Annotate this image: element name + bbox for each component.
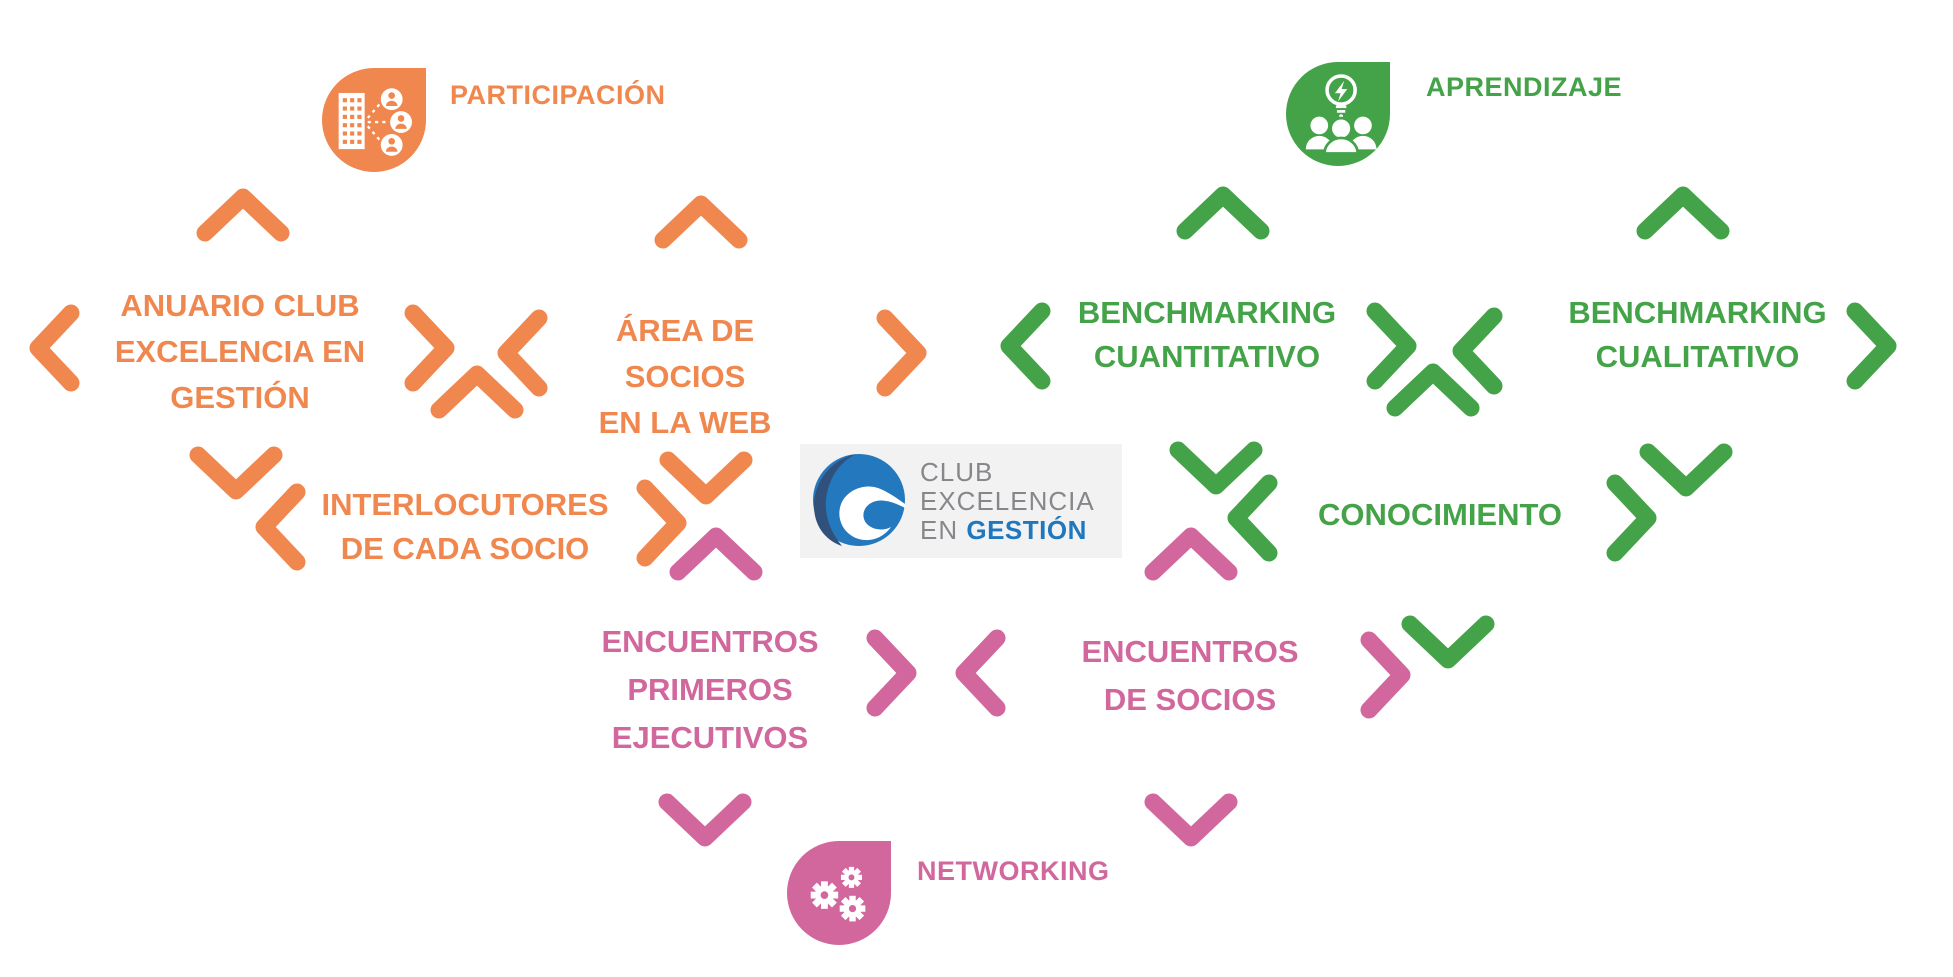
chevron-left-icon <box>1445 301 1511 401</box>
chevron-left-icon <box>490 303 556 403</box>
node-line: INTERLOCUTORES <box>321 487 609 522</box>
node-line: CUALITATIVO <box>1595 339 1800 374</box>
chevron-down-icon <box>1138 790 1244 852</box>
node-line: EXCELENCIA EN <box>114 334 366 369</box>
node-anuario: ANUARIO CLUB EXCELENCIA EN GESTIÓN <box>95 283 385 421</box>
chevron-up-icon <box>424 360 530 422</box>
node-line: BENCHMARKING <box>1568 295 1827 330</box>
chevron-right-icon <box>868 303 934 403</box>
chevron-right-icon <box>1598 468 1664 568</box>
node-line: CONOCIMIENTO <box>1318 497 1562 532</box>
chevron-up-icon <box>1630 181 1736 243</box>
chevron-up-icon <box>1170 181 1276 243</box>
node-line: DE SOCIOS <box>1103 682 1277 717</box>
node-line: DE CADA SOCIO <box>340 531 590 566</box>
chevron-down-icon <box>1163 438 1269 500</box>
chevron-down-icon <box>652 790 758 852</box>
node-benchmarking-cualitativo: BENCHMARKING CUALITATIVO <box>1550 291 1845 379</box>
node-area-socios: ÁREA DE SOCIOS EN LA WEB <box>560 308 810 446</box>
node-encuentros-primeros: ENCUENTROS PRIMEROS EJECUTIVOS <box>570 618 850 762</box>
category-label-participacion: PARTICIPACIÓN <box>450 80 666 110</box>
chevron-right-icon <box>1358 296 1424 396</box>
participacion-icon <box>322 68 426 172</box>
chevron-down-icon <box>1633 440 1739 502</box>
chevron-down-icon <box>653 448 759 510</box>
chevron-right-icon <box>396 298 462 398</box>
aprendizaje-icon <box>1286 62 1390 166</box>
chevron-up-icon <box>663 522 769 584</box>
idea-team-icon <box>1305 74 1377 155</box>
category-label-aprendizaje: APRENDIZAJE <box>1426 72 1623 102</box>
chevron-up-icon <box>1380 358 1486 420</box>
node-benchmarking-cuantitativo: BENCHMARKING CUANTITATIVO <box>1062 291 1352 379</box>
chevron-left-icon <box>248 477 314 577</box>
node-line: CUANTITATIVO <box>1093 339 1321 374</box>
chevron-left-icon <box>1220 468 1286 568</box>
node-line: EJECUTIVOS <box>611 720 809 755</box>
chevron-up-icon <box>648 190 754 252</box>
node-line: EN LA WEB <box>598 405 772 440</box>
node-line: ÁREA DE SOCIOS <box>615 313 755 394</box>
chevron-up-icon <box>1138 522 1244 584</box>
node-line: PRIMEROS <box>627 672 793 707</box>
logo-line-3: EN GESTIÓN <box>920 514 1087 545</box>
building-network-icon <box>338 88 412 156</box>
node-line: ENCUENTROS <box>601 624 819 659</box>
logo-gestion-word: GESTIÓN <box>966 514 1087 545</box>
node-line: GESTIÓN <box>170 380 310 415</box>
node-line: ENCUENTROS <box>1081 634 1299 669</box>
category-label-networking: NETWORKING <box>917 856 1110 886</box>
node-interlocutores: INTERLOCUTORES DE CADA SOCIO <box>320 483 610 571</box>
chevron-right-icon <box>1838 296 1904 396</box>
chevron-left-icon <box>22 298 88 398</box>
club-excelencia-logo: CLUB EXCELENCIA EN GESTIÓN <box>800 444 1122 558</box>
chevron-right-icon <box>858 623 924 723</box>
logo-line-1: CLUB <box>920 456 994 487</box>
chevron-left-icon <box>993 296 1059 396</box>
node-line: BENCHMARKING <box>1077 295 1337 330</box>
club-excelencia-swirl-icon <box>813 454 905 546</box>
club-excelencia-logo-text: CLUB EXCELENCIA EN GESTIÓN <box>920 456 1095 545</box>
node-conocimiento: CONOCIMIENTO <box>1295 492 1585 538</box>
node-line: ANUARIO CLUB <box>120 288 360 323</box>
chevron-right-icon <box>628 473 694 573</box>
chevron-right-icon <box>1352 625 1418 725</box>
chevron-left-icon <box>948 623 1014 723</box>
chevron-up-icon <box>190 183 296 245</box>
chevron-down-icon <box>1395 612 1501 674</box>
networking-icon <box>787 841 891 945</box>
node-encuentros-socios: ENCUENTROS DE SOCIOS <box>1055 628 1325 724</box>
chevron-down-icon <box>183 443 289 505</box>
gears-icon <box>787 841 891 945</box>
logo-line-2: EXCELENCIA <box>920 485 1095 516</box>
